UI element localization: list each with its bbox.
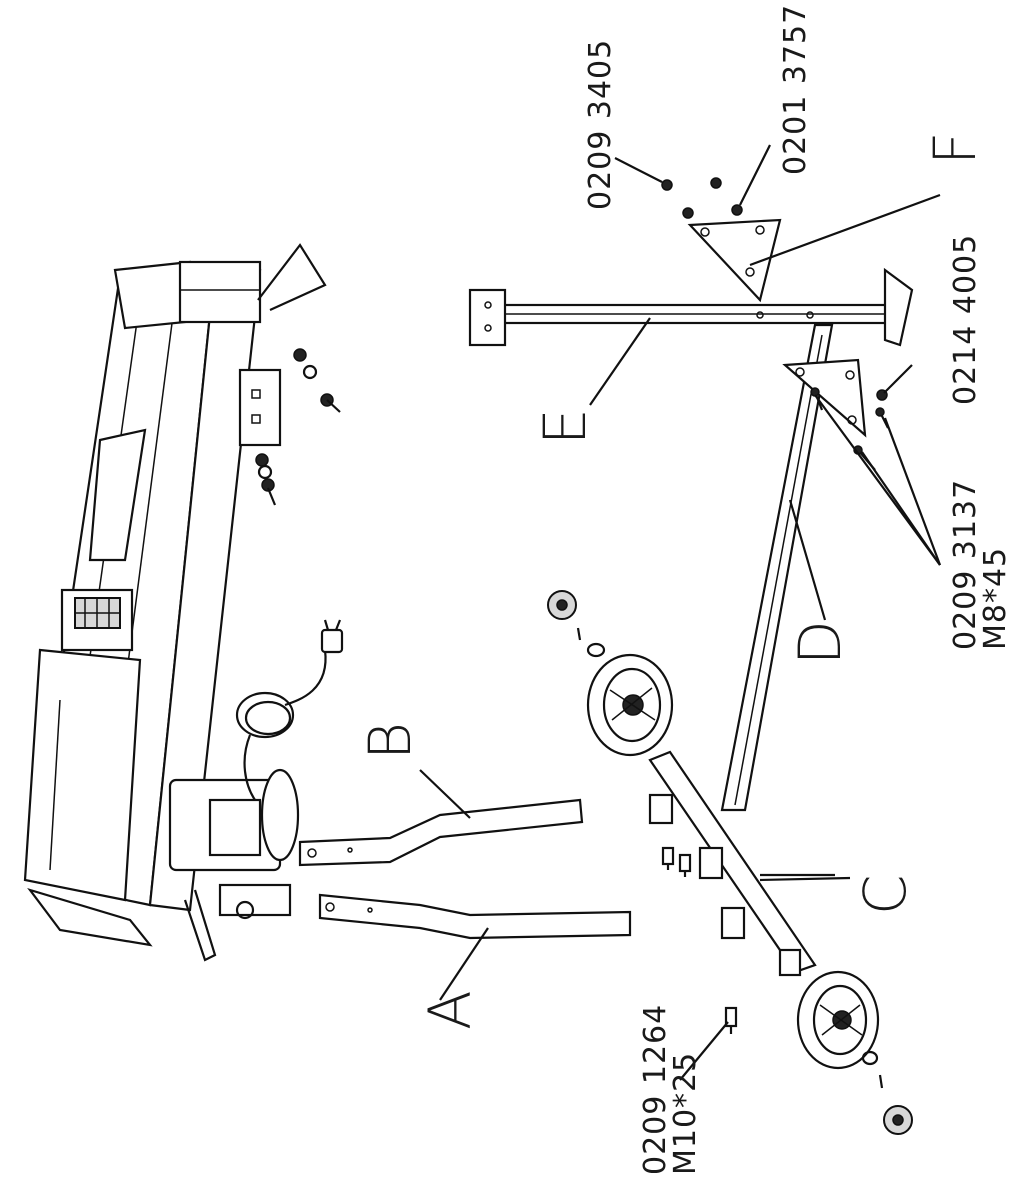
leader-nut-right (883, 364, 913, 394)
callout-washer-top: 0201 3757 (778, 4, 813, 175)
wheel-hardware-upper (547, 590, 606, 658)
leader-e (589, 317, 651, 406)
part-label-b: B (356, 722, 424, 760)
leader-a (439, 927, 489, 1001)
leg-a (318, 893, 632, 940)
wheel-upper (586, 653, 674, 757)
frame-e (468, 267, 914, 347)
leader-bolt-right (814, 394, 942, 566)
callout-bolt-bottom-code: 0209 1264 (638, 1004, 673, 1175)
fastener-set-upper (293, 348, 341, 413)
leader-washer-top (739, 144, 771, 206)
part-label-e: E (531, 408, 599, 445)
rail-d (720, 323, 834, 812)
axle-c (648, 750, 835, 977)
axle-bolts (661, 846, 692, 877)
leader-d (788, 499, 827, 621)
bracket-plate-lower (782, 358, 867, 438)
callout-nut-right: 0214 4005 (948, 234, 983, 405)
wheel-lower (796, 970, 880, 1070)
callout-bolt-right-size: M8*45 (978, 547, 1013, 650)
fastener-set-lower (255, 453, 277, 506)
leg-b (298, 798, 584, 867)
grid-pattern (74, 597, 121, 629)
callout-bolt-bottom-size: M10*25 (668, 1052, 703, 1175)
callout-nut-top: 0209 3405 (583, 39, 618, 210)
plug-icon (320, 619, 344, 654)
wheel-hardware-lower (861, 1050, 913, 1135)
leader-f (749, 193, 941, 267)
part-label-c: C (851, 875, 919, 916)
leader-c (759, 876, 851, 882)
bolt-bottom (724, 1006, 738, 1034)
leader-nut-top (614, 157, 663, 183)
part-label-d: D (786, 620, 854, 665)
bracket-plate-f-upper (687, 218, 782, 303)
nuts-upper (661, 177, 743, 219)
part-label-f: F (921, 132, 989, 165)
part-label-a: A (416, 990, 484, 1030)
leader-b (419, 769, 471, 819)
callout-bolt-right-code: 0209 3137 (948, 479, 983, 650)
log-splitter-body (23, 243, 344, 962)
leader-bolt-bottom (679, 1021, 729, 1081)
